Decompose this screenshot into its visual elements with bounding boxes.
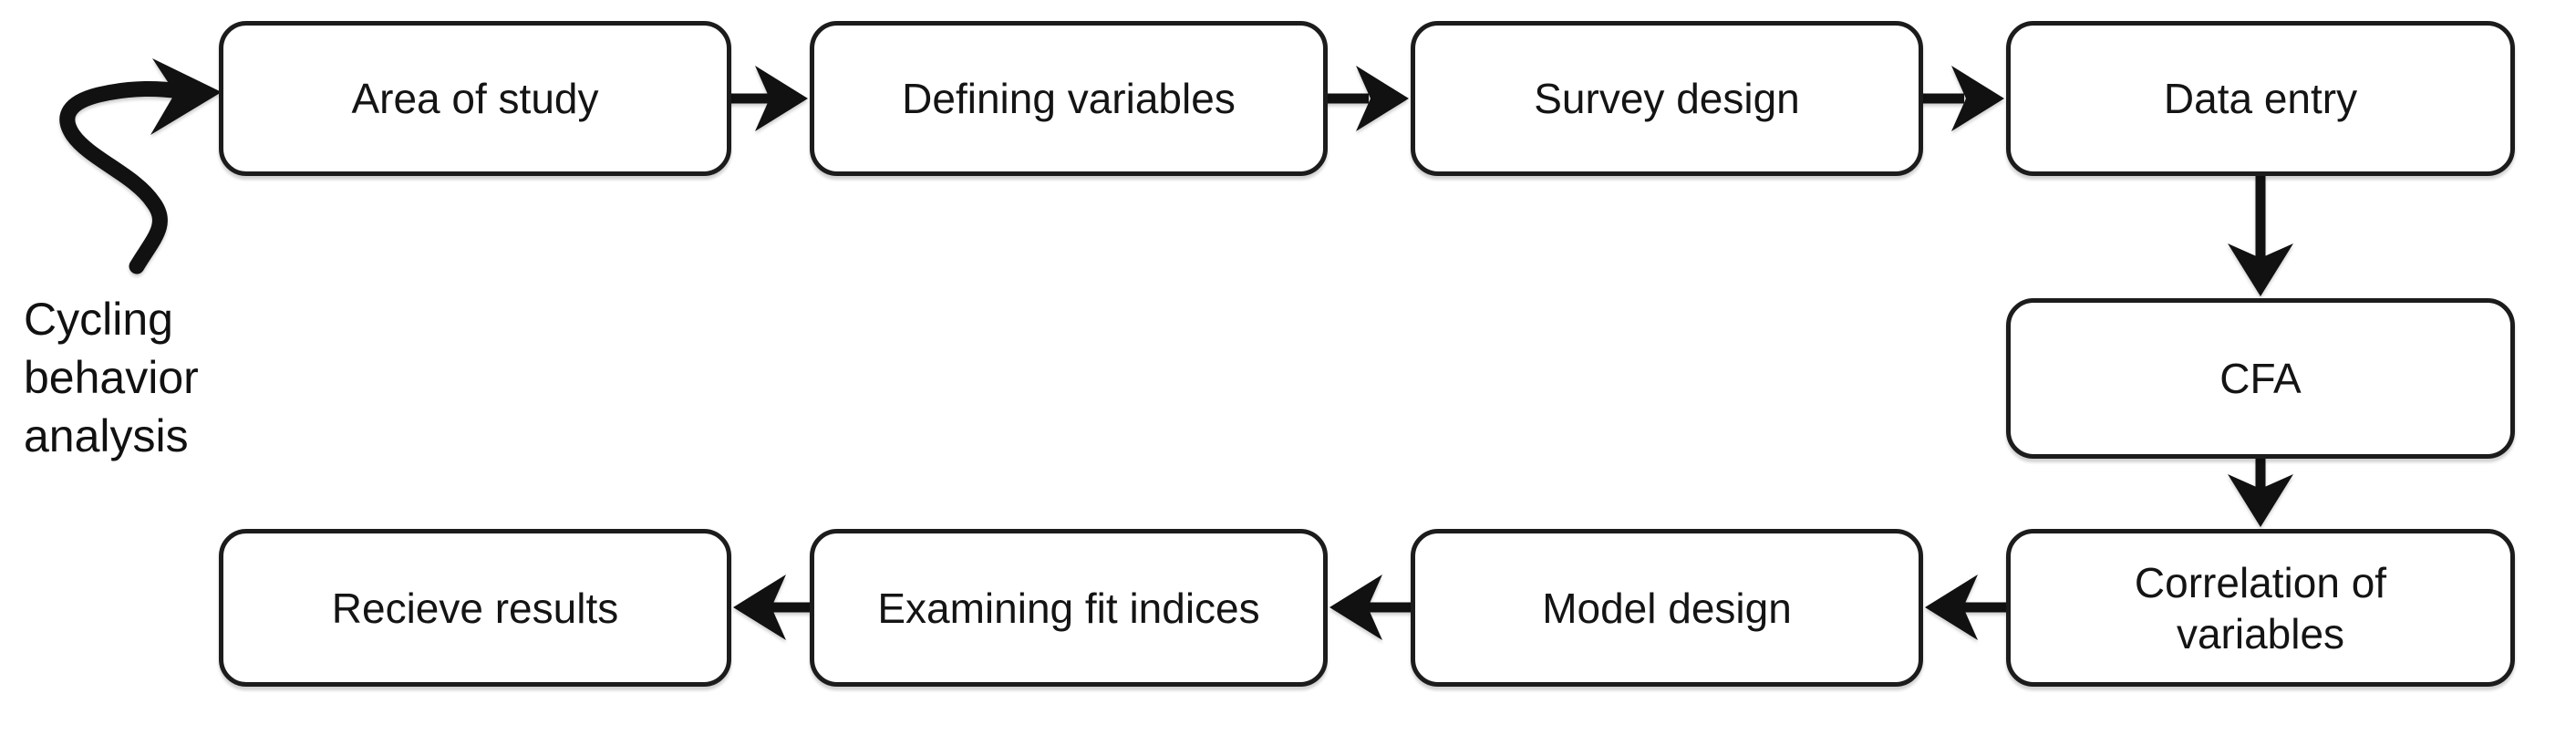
- arrow-defining-to-survey-icon: [1325, 66, 1409, 131]
- node-defining-variables: Defining variables: [810, 21, 1328, 176]
- node-survey-design: Survey design: [1411, 21, 1923, 176]
- arrow-model-to-examining-icon: [1329, 575, 1412, 640]
- arrow-examining-to-recieve-icon: [733, 575, 811, 640]
- node-cfa: CFA: [2006, 298, 2515, 459]
- arrow-survey-to-dataentry-icon: [1920, 66, 2004, 131]
- node-recieve-results-label: Recieve results: [331, 584, 619, 632]
- node-examining-fit-indices: Examining fit indices: [810, 529, 1328, 687]
- node-model-design: Model design: [1411, 529, 1923, 687]
- node-correlation-of-variables: Correlation of variables: [2006, 529, 2515, 687]
- node-defining-variables-label: Defining variables: [902, 75, 1236, 122]
- arrow-cfa-to-correlation-icon: [2228, 458, 2293, 527]
- node-cfa-label: CFA: [2219, 355, 2302, 402]
- node-survey-design-label: Survey design: [1534, 75, 1800, 122]
- annotation-cycling-behavior-analysis: Cycling behavior analysis: [24, 294, 199, 461]
- arrow-dataentry-to-cfa-icon: [2228, 175, 2293, 296]
- node-examining-fit-indices-label: Examining fit indices: [877, 584, 1260, 632]
- node-data-entry: Data entry: [2006, 21, 2515, 176]
- node-correlation-of-variables-label: Correlation of variables: [2134, 558, 2387, 657]
- squiggle-arrow-icon: [59, 58, 222, 274]
- node-model-design-label: Model design: [1542, 584, 1792, 632]
- node-recieve-results: Recieve results: [219, 529, 731, 687]
- node-data-entry-label: Data entry: [2163, 75, 2358, 122]
- arrow-area-to-defining-icon: [729, 66, 808, 131]
- arrow-correlation-to-model-icon: [1925, 575, 2007, 640]
- node-area-of-study: Area of study: [219, 21, 731, 176]
- node-area-of-study-label: Area of study: [351, 75, 599, 122]
